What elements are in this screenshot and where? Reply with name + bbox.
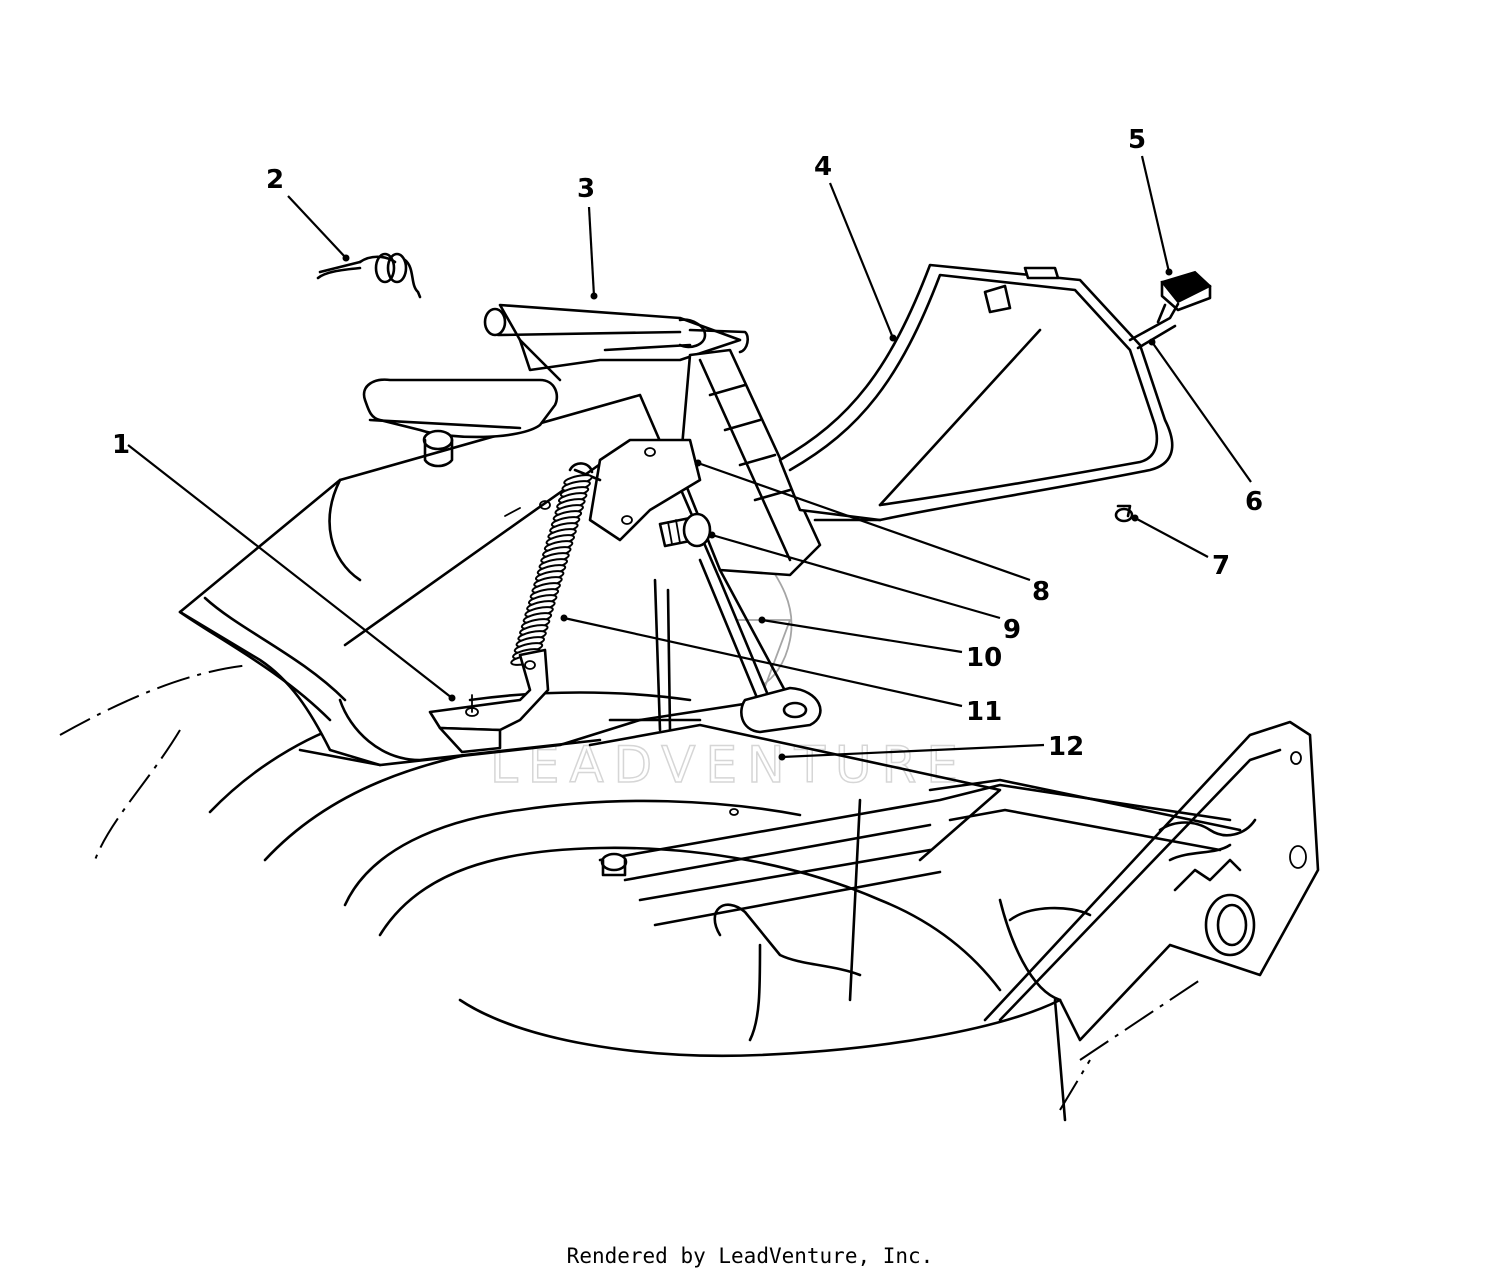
leader-line-11 (563, 616, 963, 708)
mower-deck (59, 664, 1242, 1058)
leader-dot-11 (560, 614, 568, 622)
leader-dot-5 (1165, 268, 1173, 276)
leader-line-8 (697, 461, 1031, 582)
callout-number-6: 6 (1245, 487, 1263, 517)
leader-line-6 (1151, 341, 1252, 483)
spring-bracket-1 (428, 648, 550, 754)
leader-line-12 (781, 743, 1045, 759)
callout-number-8: 8 (1032, 577, 1050, 607)
chute-door-3 (362, 303, 750, 468)
callout-number-3: 3 (577, 174, 595, 204)
leader-dot-3 (590, 292, 598, 300)
spring-hook (568, 462, 594, 474)
leader-line-5 (1140, 155, 1171, 273)
leader-dot-6 (1148, 338, 1156, 346)
height-adjust-plate (983, 720, 1320, 1122)
footer-credit: Rendered by LeadVenture, Inc. (566, 1244, 934, 1268)
leader-dot-4 (889, 334, 897, 342)
callout-number-7: 7 (1212, 551, 1230, 581)
leader-dot-1 (448, 694, 456, 702)
leader-line-2 (287, 195, 347, 259)
leader-line-4 (828, 182, 895, 339)
leader-line-10 (761, 618, 963, 654)
leader-dot-9 (708, 531, 716, 539)
deflector-4 (778, 263, 1174, 522)
leader-line-7 (1134, 517, 1209, 558)
leader-dot-12 (778, 753, 786, 761)
leader-dot-8 (694, 459, 702, 467)
leader-line-3 (587, 206, 596, 297)
callout-number-1: 1 (112, 430, 130, 460)
leader-line-1 (127, 444, 453, 699)
leader-dot-2 (342, 254, 350, 262)
bolt-9 (658, 512, 712, 548)
leader-dot-10 (758, 616, 766, 624)
grip-5 (1160, 270, 1212, 312)
torsion-spring-2 (316, 252, 422, 299)
callout-number-5: 5 (1128, 125, 1146, 155)
callout-number-10: 10 (966, 643, 1002, 673)
screw-7 (1114, 504, 1134, 523)
callout-number-2: 2 (266, 165, 284, 195)
leader-dot-7 (1131, 514, 1139, 522)
callout-number-4: 4 (814, 152, 832, 182)
callout-number-9: 9 (1003, 615, 1021, 645)
callout-number-12: 12 (1048, 732, 1084, 762)
callout-number-11: 11 (966, 697, 1002, 727)
support-bracket-10 (678, 348, 822, 734)
spring-11 (510, 462, 594, 666)
leader-line-9 (711, 533, 1001, 620)
